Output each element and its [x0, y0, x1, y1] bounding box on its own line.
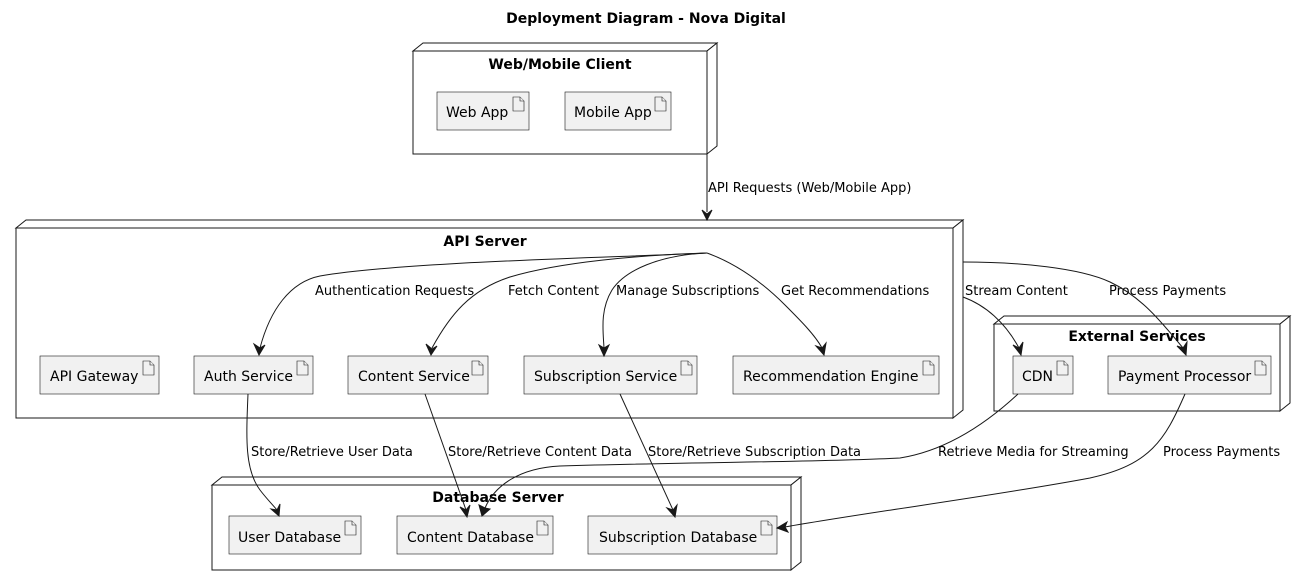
node-database-server[interactable]: Database Server User Database Content Da…	[210, 475, 803, 572]
edge-label: Process Payments	[1109, 284, 1226, 299]
artifact-cdn[interactable]: CDN	[1012, 355, 1074, 395]
edge-label: Stream Content	[965, 284, 1068, 299]
artifact-web-app[interactable]: Web App	[436, 91, 530, 131]
edge-label: Store/Retrieve Subscription Data	[648, 445, 861, 460]
node-api-server[interactable]: API Server API Gateway Auth Service C	[14, 218, 965, 420]
artifact-icon	[536, 520, 549, 536]
node-title: Web/Mobile Client	[488, 57, 631, 73]
artifact-label: Content Service	[358, 369, 470, 385]
artifact-content-database[interactable]: Content Database	[396, 515, 554, 555]
artifact-auth-service[interactable]: Auth Service	[193, 355, 314, 395]
edge-api-to-recommendation-engine: Get Recommendations	[706, 252, 930, 357]
edge-label: Retrieve Media for Streaming	[938, 445, 1129, 460]
edge-api-to-cdn: Stream Content	[962, 284, 1068, 357]
edge-subscription-to-subscription-database: Store/Retrieve Subscription Data	[619, 393, 861, 519]
artifact-label: Web App	[446, 105, 508, 121]
artifact-label: API Gateway	[50, 369, 138, 385]
artifact-icon	[1254, 360, 1267, 376]
node-external-services[interactable]: External Services CDN Payment Processor	[992, 314, 1292, 413]
artifact-content-service[interactable]: Content Service	[347, 355, 489, 395]
edge-label: Authentication Requests	[315, 284, 474, 299]
artifact-subscription-service[interactable]: Subscription Service	[523, 355, 698, 395]
artifact-label: CDN	[1022, 369, 1053, 385]
artifact-icon	[922, 360, 935, 376]
edge-payment-to-subscription-database: Process Payments	[775, 393, 1280, 533]
edge-label: Manage Subscriptions	[616, 284, 760, 299]
edge-api-to-content-service: Fetch Content	[425, 252, 708, 357]
edge-label: Get Recommendations	[781, 284, 930, 299]
edge-label: Store/Retrieve User Data	[251, 445, 413, 460]
artifact-mobile-app[interactable]: Mobile App	[564, 91, 672, 131]
artifact-label: Auth Service	[204, 369, 293, 385]
artifact-icon	[142, 360, 155, 376]
node-title: Database Server	[432, 490, 563, 506]
artifact-label: User Database	[238, 530, 341, 546]
artifact-label: Recommendation Engine	[743, 369, 918, 385]
artifact-icon	[344, 520, 357, 536]
artifact-icon	[512, 96, 525, 112]
edge-label: Process Payments	[1163, 445, 1280, 460]
artifact-icon	[296, 360, 309, 376]
artifact-api-gateway[interactable]: API Gateway	[39, 355, 160, 395]
edge-api-to-subscription-service: Manage Subscriptions	[597, 252, 760, 358]
artifact-subscription-database[interactable]: Subscription Database	[587, 515, 778, 555]
edge-api-to-payment-processor: Process Payments	[962, 261, 1226, 357]
artifact-icon	[760, 520, 773, 536]
diagram-title: Deployment Diagram - Nova Digital	[506, 11, 786, 27]
artifact-user-database[interactable]: User Database	[228, 515, 362, 555]
edge-cdn-to-content-database: Retrieve Media for Streaming	[478, 393, 1129, 517]
artifact-label: Subscription Service	[534, 369, 677, 385]
artifact-icon	[471, 360, 484, 376]
artifact-icon	[1056, 360, 1069, 376]
artifact-label: Subscription Database	[599, 530, 757, 546]
edge-content-to-content-database: Store/Retrieve Content Data	[424, 393, 632, 519]
edge-label: Store/Retrieve Content Data	[448, 445, 632, 460]
edge-api-to-auth-service: Authentication Requests	[252, 252, 708, 357]
artifact-recommendation-engine[interactable]: Recommendation Engine	[732, 355, 940, 395]
node-title: External Services	[1068, 329, 1205, 345]
artifact-payment-processor[interactable]: Payment Processor	[1107, 355, 1272, 395]
artifact-icon	[680, 360, 693, 376]
edge-label: API Requests (Web/Mobile App)	[708, 181, 911, 196]
node-web-mobile-client[interactable]: Web/Mobile Client Web App Mobile App	[411, 41, 719, 156]
node-title: API Server	[443, 234, 526, 250]
edge-auth-to-user-database: Store/Retrieve User Data	[246, 393, 413, 518]
artifact-label: Mobile App	[574, 105, 652, 121]
edge-label: Fetch Content	[508, 284, 599, 299]
edge-client-to-api: API Requests (Web/Mobile App)	[701, 154, 911, 222]
artifact-label: Content Database	[407, 530, 534, 546]
artifact-icon	[654, 96, 667, 112]
artifact-label: Payment Processor	[1118, 369, 1251, 385]
